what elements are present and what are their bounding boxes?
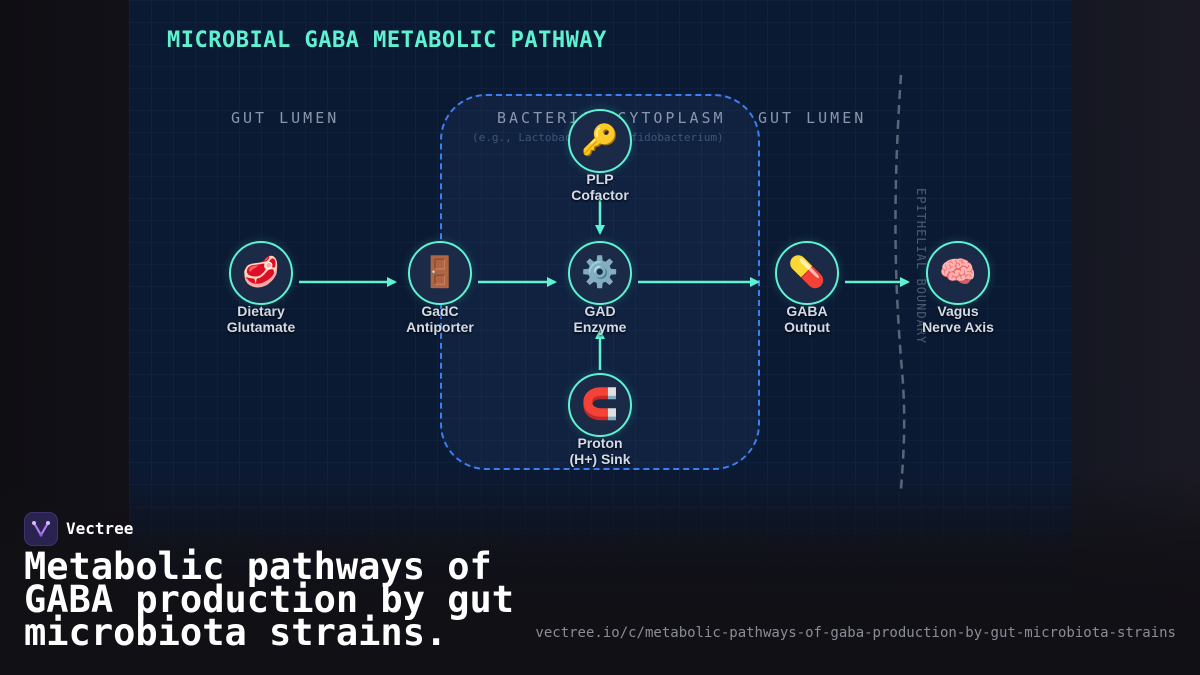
region-label-gut-lumen-left: GUT LUMEN: [231, 109, 340, 127]
node-label-vagus-nerve-axis: Vagus Nerve Axis: [888, 303, 1028, 335]
node-gaba-output: 💊: [775, 241, 839, 305]
meat-icon: 🥩: [242, 255, 280, 290]
bottom-fade-overlay: [0, 470, 1200, 675]
node-gadc-antiporter: 🚪: [408, 241, 472, 305]
label-line: GadC: [421, 303, 459, 319]
vectree-logo-icon: [24, 512, 58, 546]
label-line: Enzyme: [573, 319, 627, 335]
node-dietary-glutamate: 🥩: [229, 241, 293, 305]
boundary-label: EPITHELIAL BOUNDARY: [914, 188, 928, 345]
label-line: Dietary: [237, 303, 285, 319]
label-line: Glutamate: [226, 319, 296, 335]
epithelial-boundary-line: [894, 74, 906, 491]
node-vagus-nerve-axis: 🧠: [926, 241, 990, 305]
source-url-link[interactable]: vectree.io/c/metabolic-pathways-of-gaba-…: [535, 625, 1176, 641]
label-line: Proton: [577, 435, 623, 451]
brain-icon: 🧠: [939, 255, 977, 290]
label-line: PLP: [586, 171, 614, 187]
page-headline: Metabolic pathways of GABA production by…: [24, 545, 515, 654]
node-label-dietary-glutamate: Dietary Glutamate: [191, 303, 331, 335]
region-label-gut-lumen-right: GUT LUMEN: [758, 109, 867, 127]
door-icon: 🚪: [421, 255, 459, 290]
label-line: Vagus: [937, 303, 979, 319]
node-plp-cofactor: 🔑: [568, 109, 632, 173]
node-label-proton-sink: Proton (H+) Sink: [530, 435, 670, 467]
brand-name: Vectree: [66, 519, 134, 538]
label-line: Cofactor: [571, 187, 629, 203]
key-icon: 🔑: [581, 123, 619, 158]
diagram-title: MICROBIAL GABA METABOLIC PATHWAY: [167, 28, 607, 53]
node-label-gadc-antiporter: GadC Antiporter: [370, 303, 510, 335]
node-gad-enzyme: ⚙️: [568, 241, 632, 305]
label-line: GABA: [786, 303, 828, 319]
node-proton-sink: 🧲: [568, 373, 632, 437]
label-line: Nerve Axis: [922, 319, 994, 335]
node-label-gad-enzyme: GAD Enzyme: [530, 303, 670, 335]
gear-icon: ⚙️: [581, 255, 619, 290]
magnet-icon: 🧲: [581, 387, 619, 422]
pill-icon: 💊: [788, 255, 826, 290]
node-label-gaba-output: GABA Output: [737, 303, 877, 335]
label-line: GAD: [584, 303, 616, 319]
label-line: Antiporter: [406, 319, 474, 335]
node-label-plp-cofactor: PLP Cofactor: [530, 171, 670, 203]
label-line: (H+) Sink: [569, 451, 631, 467]
label-line: Output: [784, 319, 830, 335]
